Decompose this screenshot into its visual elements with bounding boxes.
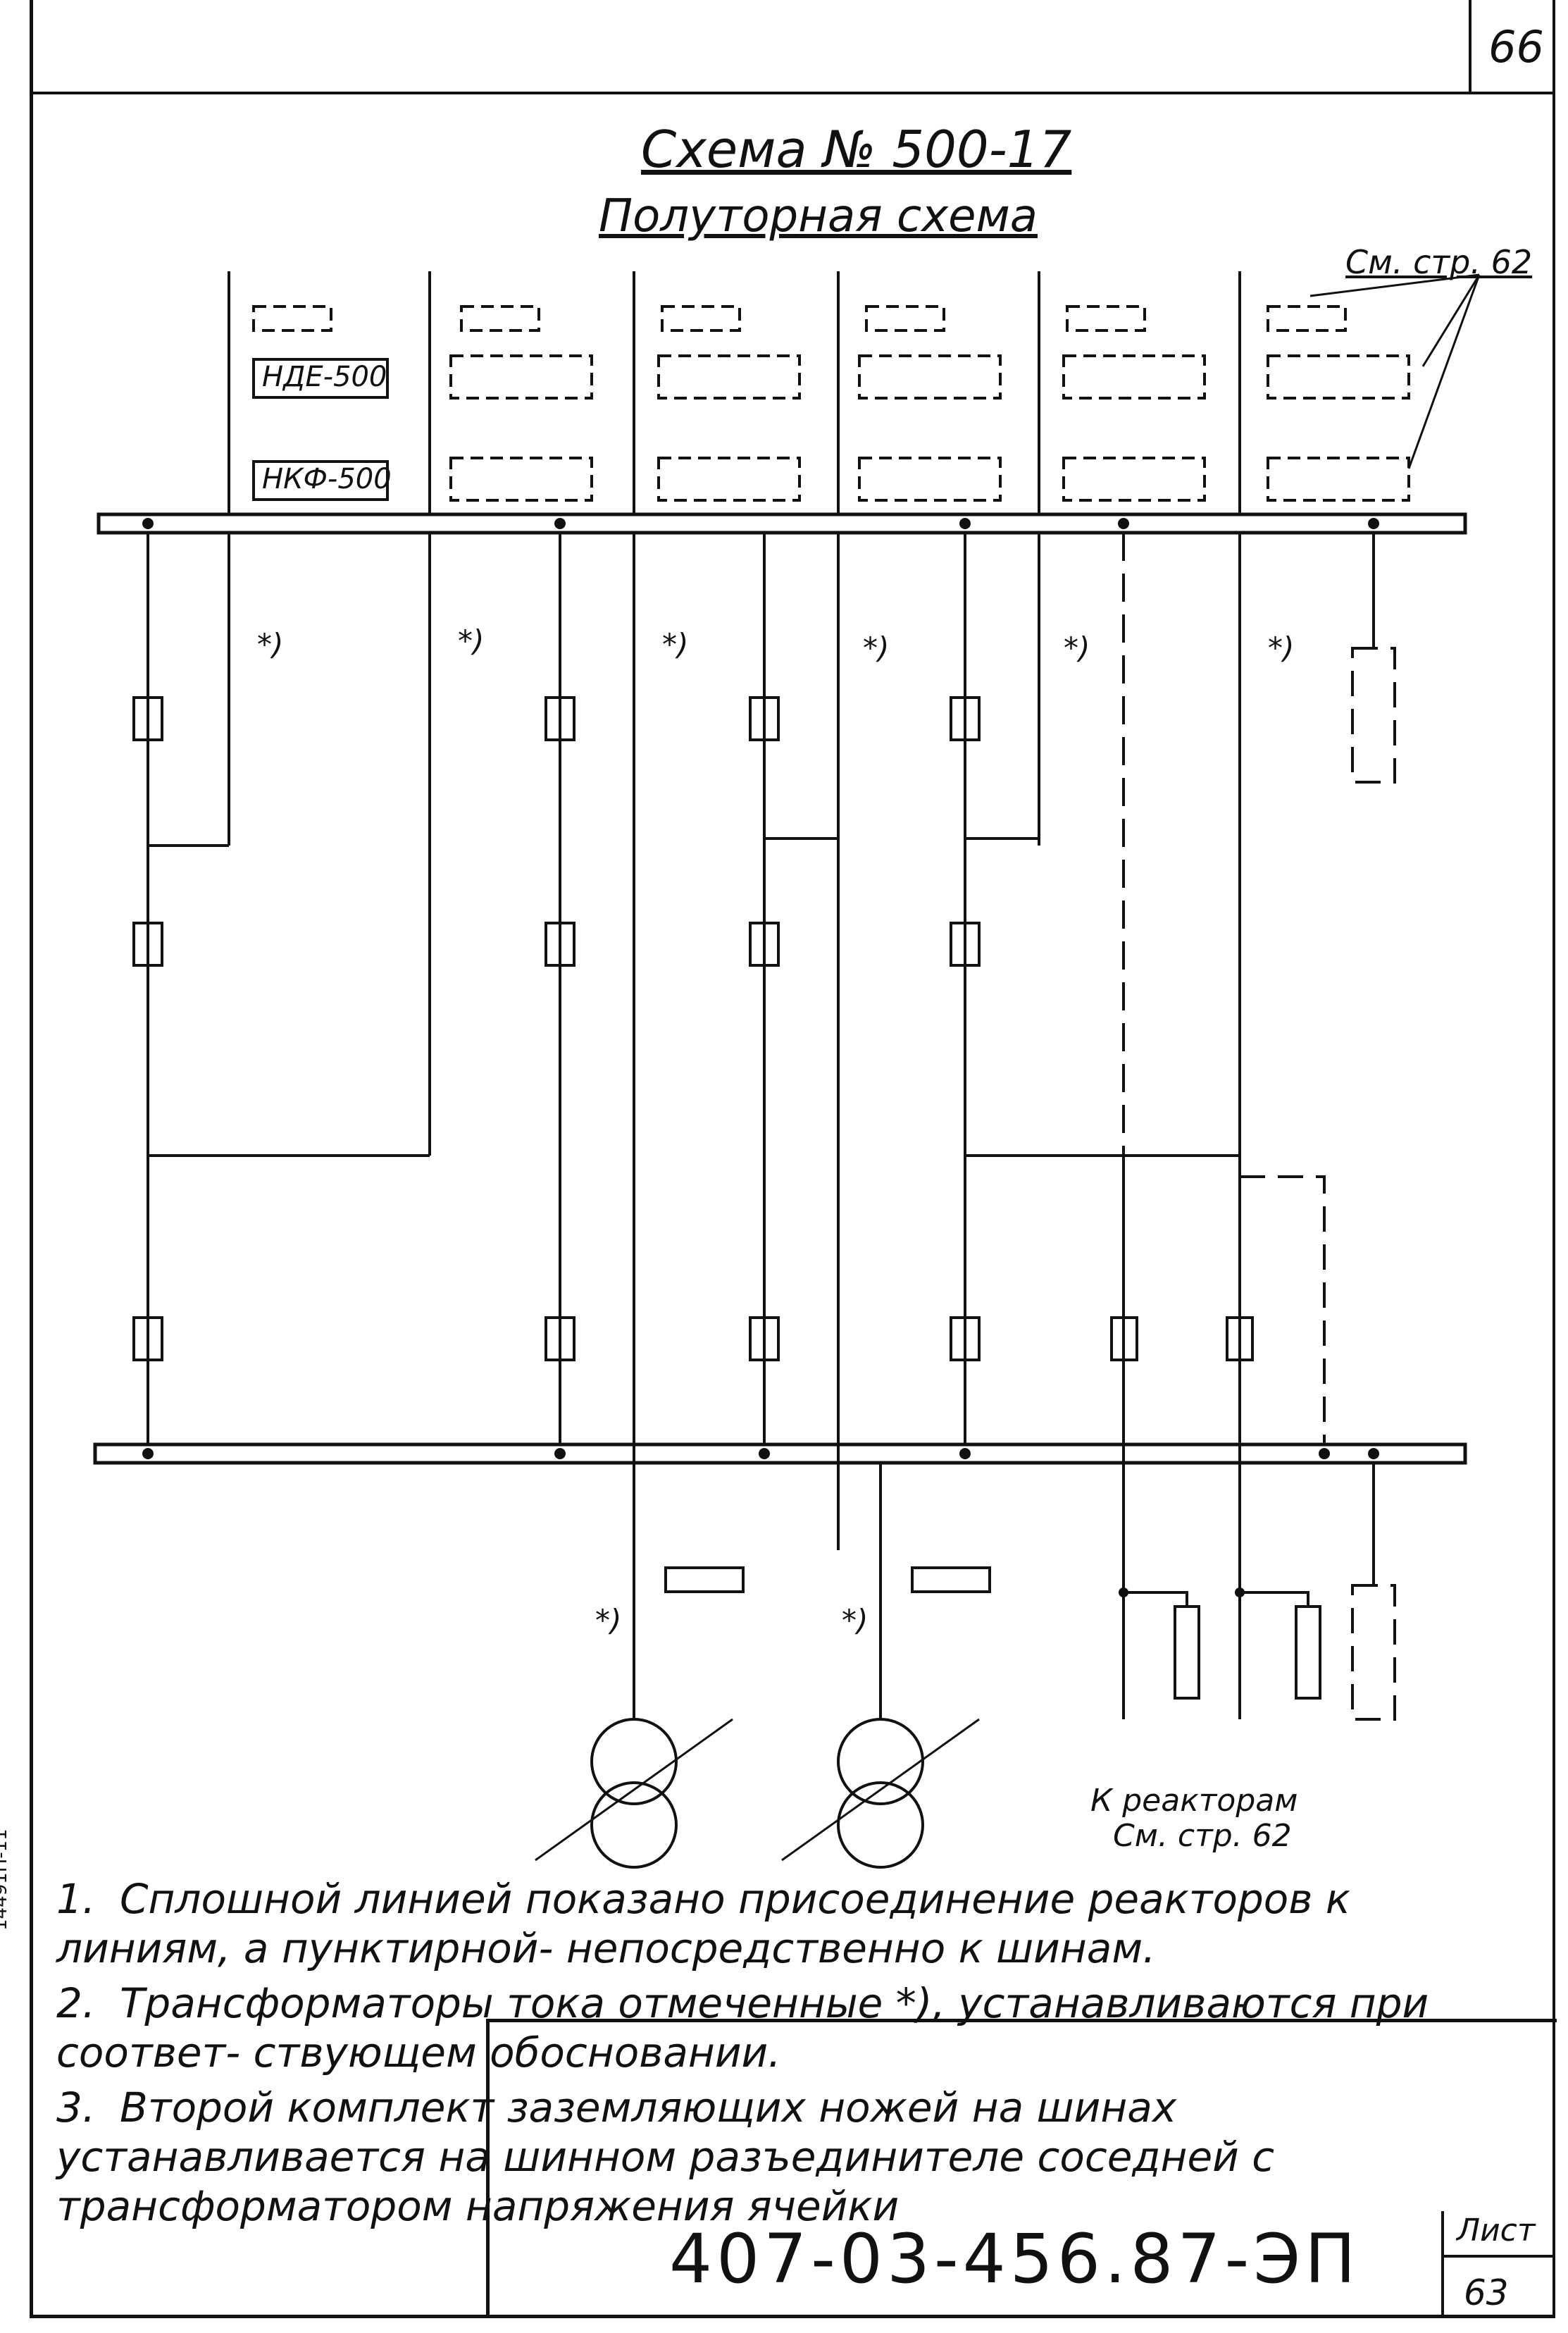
ct-mark: *) — [595, 1603, 622, 1638]
ct-mark: *) — [257, 627, 284, 662]
reactor-note-line2: См. стр. 62 — [1113, 1818, 1292, 1854]
lower-busbar — [93, 1442, 1467, 1465]
reactor-note-line1: К реакторам — [1090, 1783, 1298, 1819]
ct-mark: *) — [842, 1603, 869, 1638]
ct-mark: *) — [458, 624, 485, 658]
junction-dots — [142, 518, 1379, 1597]
line-feeders — [228, 271, 1481, 514]
side-code: 14491П-11 — [0, 1828, 11, 1931]
nkf-label: НКФ-500 — [262, 463, 392, 495]
ct-mark: *) — [662, 627, 689, 662]
reference-note: См. стр. 62 — [1345, 243, 1533, 281]
note-item: 1.Сплошной линией показано присоединение… — [56, 1874, 1522, 1973]
note-item: 3.Второй комплект заземляющих ножей на ш… — [56, 2083, 1522, 2231]
sheet-number: 63 — [1464, 2272, 1509, 2313]
sheet-box — [1441, 2211, 1526, 2318]
notes-list: 1.Сплошной линией показано присоединение… — [56, 1874, 1522, 2236]
nde-label: НДЕ-500 — [262, 361, 387, 393]
ct-mark: *) — [1268, 631, 1295, 665]
power-transformers — [535, 1463, 991, 1869]
top-border-line — [30, 92, 1555, 94]
sheet-box-divider — [1441, 2255, 1555, 2258]
page-number-box-divider — [1469, 0, 1471, 92]
note-number: 2. — [56, 1979, 96, 2027]
scheme-subtitle: Полуторная схема — [599, 190, 1038, 242]
note-number: 3. — [56, 2084, 96, 2131]
bay-columns — [132, 533, 1396, 1721]
scheme-title: Схема № 500-17 — [641, 120, 1072, 179]
note-number: 1. — [56, 1875, 96, 1923]
page-number: 66 — [1488, 21, 1544, 73]
note-text: Второй комплект заземляющих ножей на шин… — [56, 2084, 1275, 2230]
ct-mark: *) — [863, 631, 890, 665]
upper-busbar — [97, 512, 1467, 535]
note-text: Сплошной линией показано присоединение р… — [56, 1875, 1350, 1972]
ct-mark: *) — [1064, 631, 1090, 665]
drawing-frame — [30, 0, 1555, 2318]
single-line-diagram — [93, 271, 1481, 1869]
sheet-label: Лист — [1457, 2213, 1536, 2248]
document-number: 407-03-456.87-ЭП — [669, 2220, 1360, 2298]
title-block — [486, 2019, 1557, 2318]
